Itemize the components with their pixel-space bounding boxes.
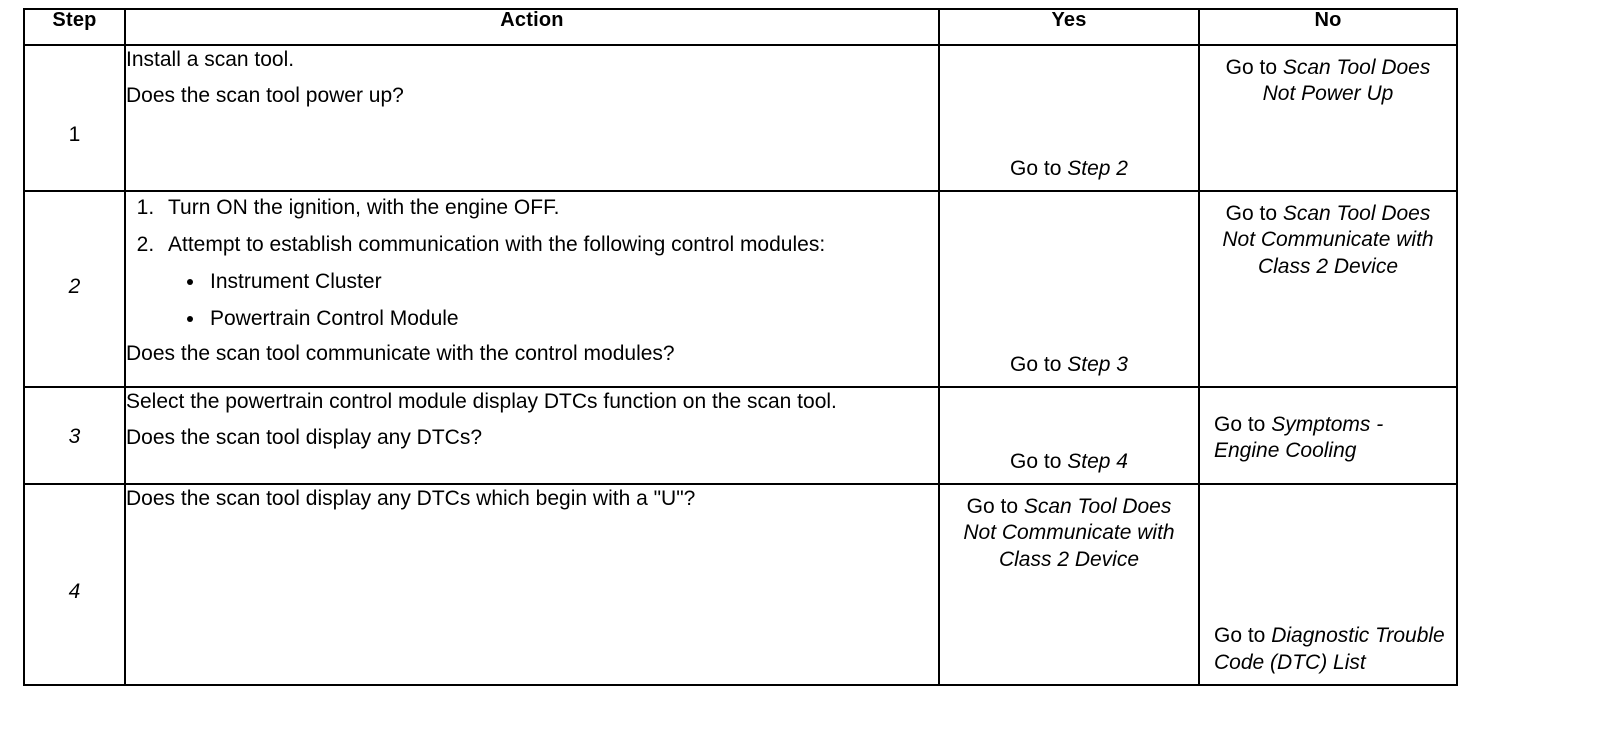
step-number: 2 [68,275,81,298]
column-header-step: Step [23,8,126,46]
yes-branch-cell: Go to Step 2 [938,44,1200,192]
goto-prefix: Go to [1010,156,1068,180]
step-number: 3 [68,425,81,448]
step-cell: 4 [23,483,126,686]
goto-reference: Step 4 [1067,449,1128,473]
list-item: Attempt to establish communication with … [160,231,938,332]
goto-prefix: Go to [1225,202,1283,225]
no-branch-cell: Go to Symptoms - Engine Cooling [1198,386,1458,485]
no-branch-cell: Go to Scan Tool Does Not Communicate wit… [1198,190,1458,388]
goto-reference: Scan Tool Does Not Communicate with Clas… [1222,202,1434,278]
column-header-no: No [1198,8,1458,46]
column-header-yes: Yes [938,8,1200,46]
list-item: Turn ON the ignition, with the engine OF… [160,194,938,221]
yes-branch-cell: Go to Step 4 [938,386,1200,485]
yes-branch-text: Go to Scan Tool Does Not Communicate wit… [948,494,1190,573]
no-branch-text: Go to Diagnostic Trouble Code (DTC) List [1208,623,1448,676]
action-cell: Install a scan tool. Does the scan tool … [124,44,940,192]
list-item-text: Attempt to establish communication with … [168,233,826,257]
goto-reference: Scan Tool Does Not Communicate with Clas… [963,495,1175,571]
list-item: Powertrain Control Module [206,306,938,332]
table-row: 2 Turn ON the ignition, with the engine … [23,190,1458,388]
goto-prefix: Go to [1010,352,1068,376]
table-row: 3 Select the powertrain control module d… [23,386,1458,485]
action-numbered-list: Turn ON the ignition, with the engine OF… [126,194,938,332]
action-cell: Select the powertrain control module dis… [124,386,940,485]
no-branch-text: Go to Symptoms - Engine Cooling [1208,412,1448,465]
goto-reference: Diagnostic Trouble Code (DTC) List [1214,624,1445,674]
table-body: 1 Install a scan tool. Does the scan too… [23,44,1458,686]
goto-reference: Scan Tool Does Not Power Up [1262,56,1431,106]
goto-reference: Step 3 [1067,352,1128,376]
step-number: 4 [68,580,81,603]
action-line: Install a scan tool. [126,48,295,71]
action-question: Does the scan tool display any DTCs whic… [126,487,696,510]
action-question: Does the scan tool display any DTCs? [126,426,483,450]
table-row: 4 Does the scan tool display any DTCs wh… [23,483,1458,686]
goto-prefix: Go to [1214,413,1272,436]
no-branch-text: Go to Scan Tool Does Not Communicate wit… [1208,201,1448,280]
no-branch-cell: Go to Diagnostic Trouble Code (DTC) List [1198,483,1458,686]
yes-branch-cell: Go to Step 3 [938,190,1200,388]
action-bullet-list: Instrument Cluster Powertrain Control Mo… [168,269,938,333]
goto-reference: Symptoms - Engine Cooling [1214,413,1384,463]
action-question: Does the scan tool power up? [126,84,404,108]
action-question: Does the scan tool communicate with the … [126,342,675,366]
action-cell: Turn ON the ignition, with the engine OF… [124,190,940,388]
goto-prefix: Go to [1225,56,1283,79]
header-row: Step Action Yes No [23,8,1458,46]
step-cell: 2 [23,190,126,388]
goto-prefix: Go to [1010,449,1068,473]
goto-prefix: Go to [966,495,1024,518]
column-header-action: Action [124,8,940,46]
table-header: Step Action Yes No [23,8,1458,46]
goto-prefix: Go to [1214,624,1272,648]
table-row: 1 Install a scan tool. Does the scan too… [23,44,1458,192]
goto-reference: Step 2 [1067,156,1128,180]
action-cell: Does the scan tool display any DTCs whic… [124,483,940,686]
no-branch-text: Go to Scan Tool Does Not Power Up [1208,55,1448,108]
diagnostic-procedure-table: Step Action Yes No 1 Install a scan tool… [23,8,1458,686]
action-line: Select the powertrain control module dis… [126,390,837,413]
list-item: Instrument Cluster [206,269,938,295]
yes-branch-text: Go to Step 2 [948,156,1190,182]
yes-branch-text: Go to Step 4 [948,449,1190,475]
no-branch-cell: Go to Scan Tool Does Not Power Up [1198,44,1458,192]
step-cell: 3 [23,386,126,485]
yes-branch-cell: Go to Scan Tool Does Not Communicate wit… [938,483,1200,686]
step-number: 1 [68,123,81,146]
step-cell: 1 [23,44,126,192]
yes-branch-text: Go to Step 3 [948,352,1190,378]
